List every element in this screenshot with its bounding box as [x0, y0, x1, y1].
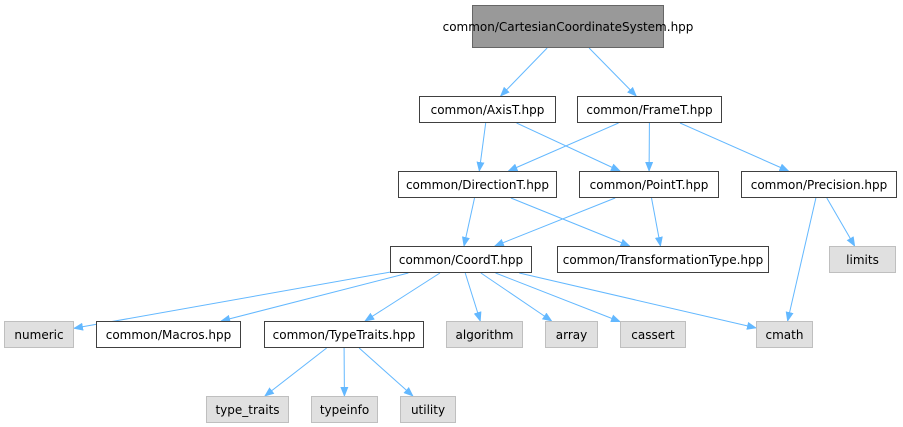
- edge-typetraits-to-type_traits: [264, 347, 327, 397]
- edge-direction-to-transform: [510, 197, 631, 247]
- edge-coord-to-cmath: [519, 272, 757, 330]
- node-transformationtype-hpp[interactable]: common/TransformationType.hpp: [557, 246, 769, 273]
- node-utility[interactable]: utility: [400, 396, 456, 423]
- edge-point-to-coord: [493, 197, 616, 247]
- node-macros-hpp[interactable]: common/Macros.hpp: [96, 321, 241, 348]
- edge-direction-to-coord: [461, 197, 476, 247]
- edge-frame-to-direction: [507, 122, 619, 172]
- node-cassert[interactable]: cassert: [620, 321, 686, 348]
- node-typeinfo[interactable]: typeinfo: [311, 396, 378, 423]
- edge-coord-to-numeric: [73, 271, 391, 331]
- edge-point-to-transform: [651, 197, 663, 247]
- edge-coord-to-typetraits: [364, 272, 441, 322]
- edge-coord-to-array: [480, 272, 553, 322]
- node-coordt-hpp[interactable]: common/CoordT.hpp: [390, 246, 532, 273]
- edge-coord-to-cassert: [495, 272, 621, 323]
- node-array[interactable]: array: [545, 321, 598, 348]
- node-algorithm[interactable]: algorithm: [446, 321, 523, 348]
- edge-typetraits-to-utility: [358, 347, 414, 397]
- edge-frame-to-precision: [679, 122, 790, 172]
- edge-precision-to-cmath: [785, 197, 817, 322]
- edge-axis-to-point: [516, 122, 621, 172]
- node-framet-hpp[interactable]: common/FrameT.hpp: [577, 96, 722, 123]
- node-cmath[interactable]: cmath: [756, 321, 813, 348]
- node-type-traits[interactable]: type_traits: [206, 396, 289, 423]
- edge-root-to-axis: [499, 47, 548, 97]
- node-limits[interactable]: limits: [829, 246, 896, 273]
- edge-root-to-frame: [588, 47, 637, 97]
- node-typetraits-hpp[interactable]: common/TypeTraits.hpp: [264, 321, 424, 348]
- node-directiont-hpp[interactable]: common/DirectionT.hpp: [398, 171, 557, 198]
- edge-axis-to-direction: [476, 122, 487, 172]
- node-precision-hpp[interactable]: common/Precision.hpp: [741, 171, 897, 198]
- node-axist-hpp[interactable]: common/AxisT.hpp: [419, 96, 556, 123]
- node-numeric[interactable]: numeric: [4, 321, 74, 348]
- edge-coord-to-algorithm: [464, 272, 482, 322]
- node-pointt-hpp[interactable]: common/PointT.hpp: [579, 171, 719, 198]
- node-cartesian-coordinate-system-hpp[interactable]: common/CartesianCoordinateSystem.hpp: [443, 5, 693, 48]
- edge-precision-to-limits: [826, 197, 856, 247]
- edge-coord-to-macros: [220, 272, 409, 323]
